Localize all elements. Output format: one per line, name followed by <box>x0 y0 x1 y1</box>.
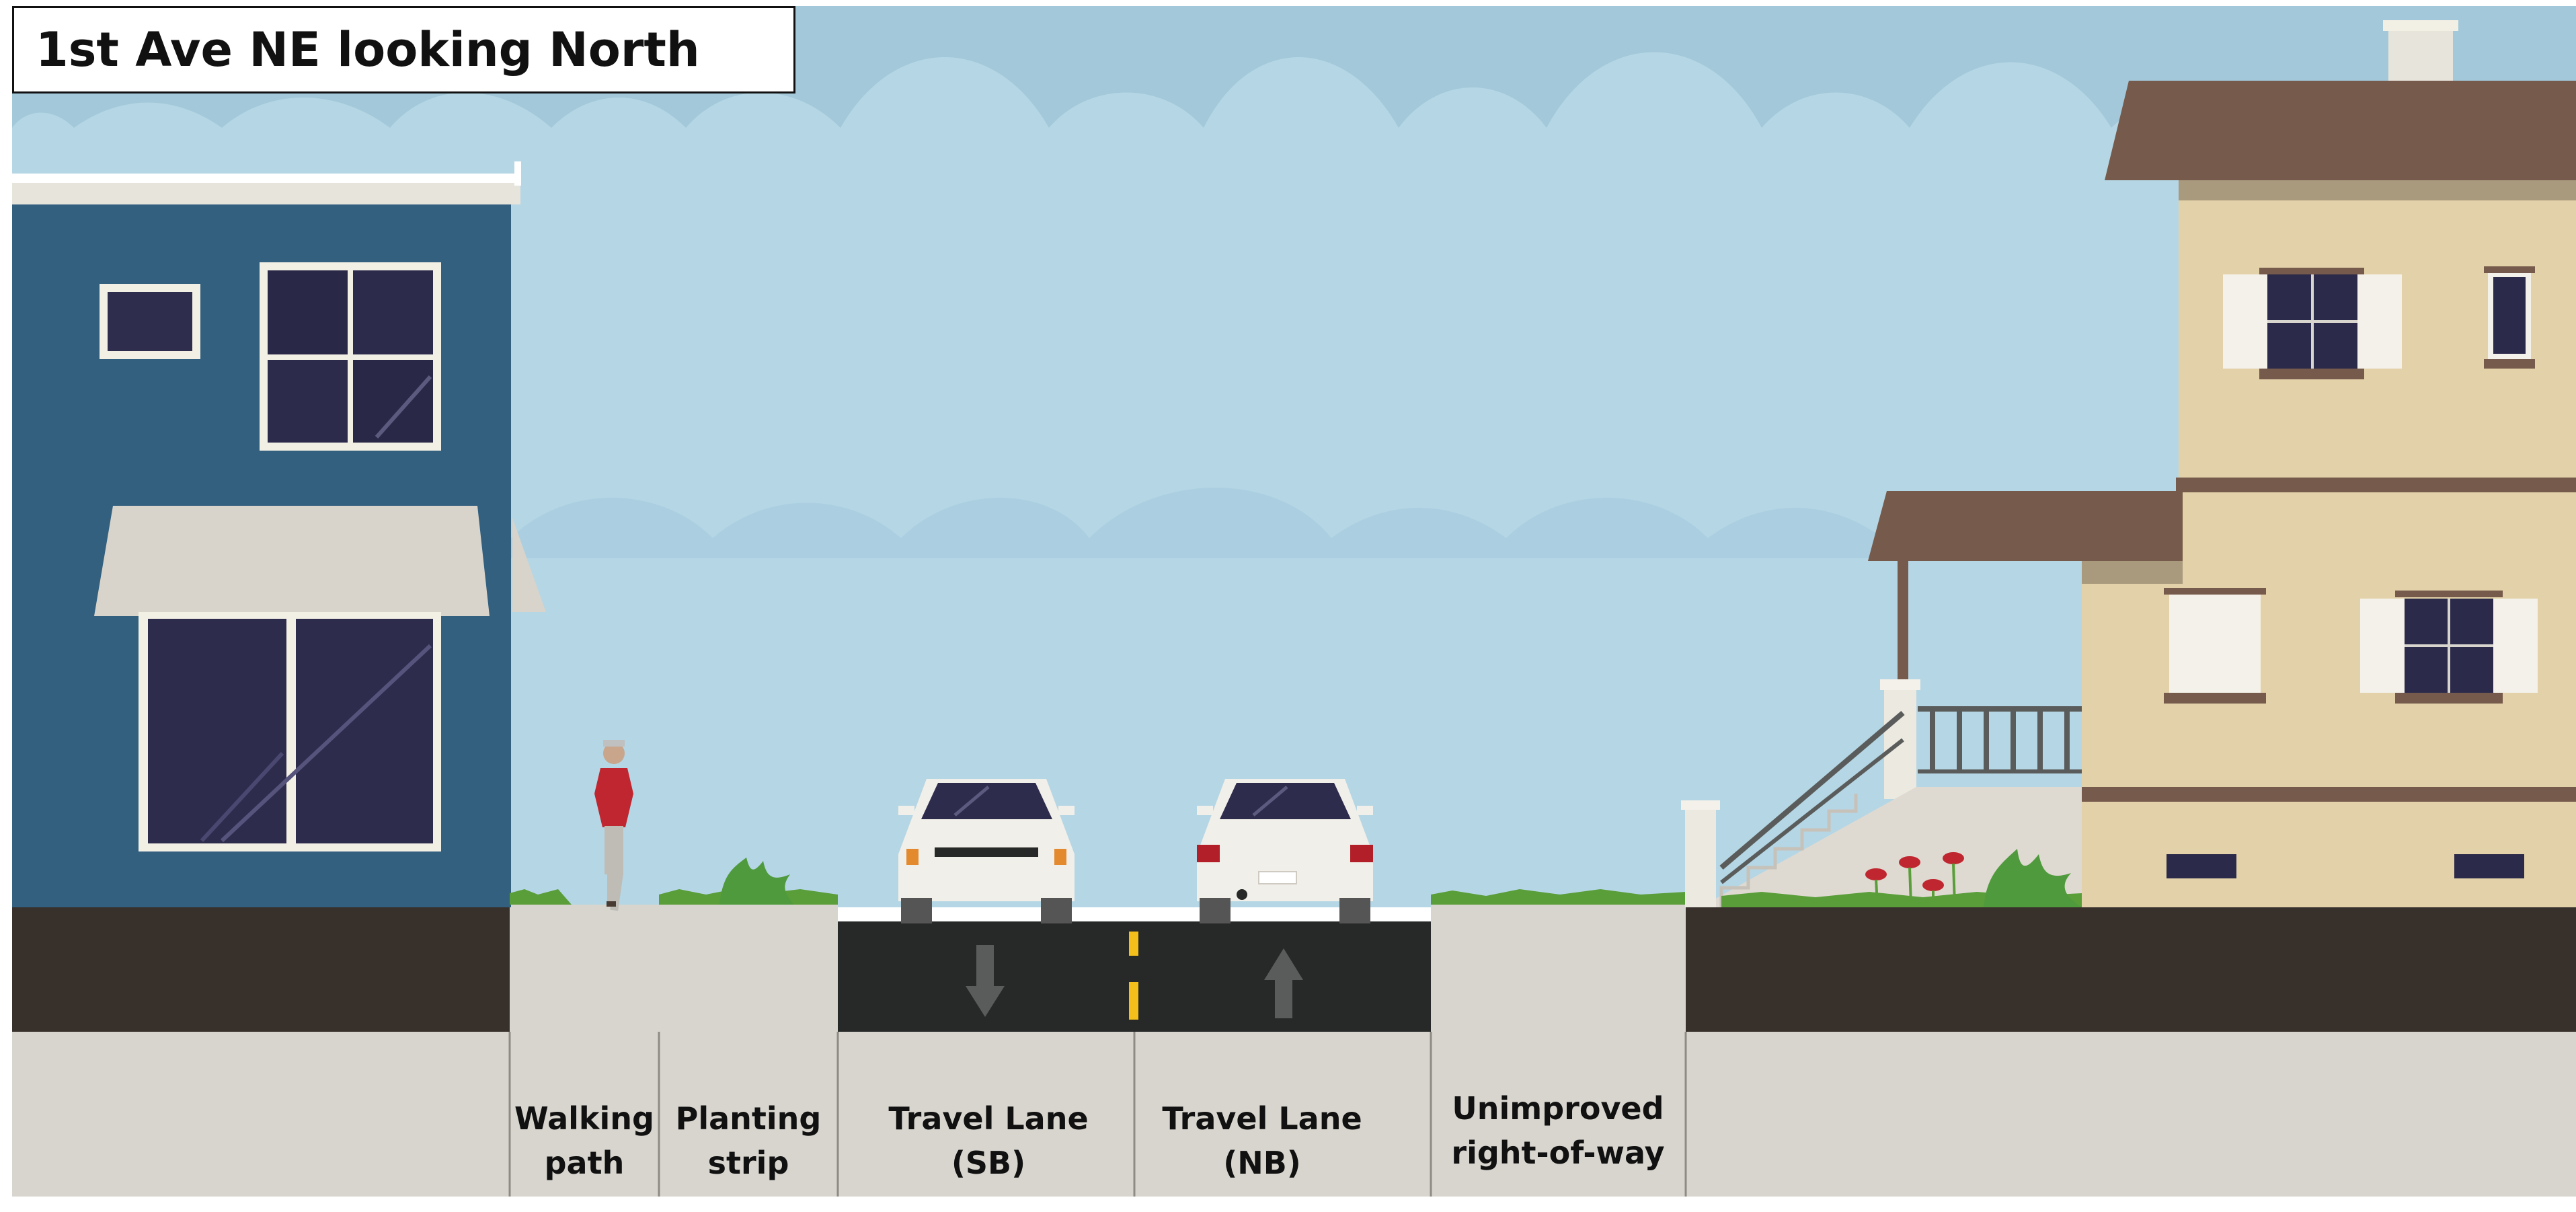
house-window-mid-right <box>2360 591 2538 704</box>
car-southbound <box>898 779 1075 923</box>
label-unimproved-row-line2: right-of-way <box>1451 1135 1665 1171</box>
porch-railing <box>1918 706 2082 773</box>
center-line-yellow <box>1129 932 1138 1020</box>
arrow-up-icon <box>1264 948 1303 1018</box>
awning <box>94 506 490 616</box>
label-planting-strip-line1: Planting <box>675 1100 822 1137</box>
house-window-mid-left <box>2164 588 2266 704</box>
porch-steps <box>1700 787 2082 907</box>
label-travel-lane-sb-line2: (SB) <box>951 1145 1026 1181</box>
segment-dividers <box>508 1032 1687 1197</box>
porch-roof <box>1868 491 2183 561</box>
label-travel-lane-sb-line1: Travel Lane <box>888 1100 1089 1137</box>
blue-building <box>12 161 546 907</box>
label-travel-lane-nb-line2: (NB) <box>1223 1145 1301 1181</box>
front-yard-plants <box>1721 849 2082 907</box>
label-walking-path-line1: Walking <box>514 1100 654 1137</box>
building-window-grid <box>260 262 441 451</box>
label-travel-lane-nb-line1: Travel Lane <box>1162 1100 1362 1137</box>
arrow-down-icon <box>966 945 1005 1017</box>
basement-window <box>2454 854 2524 878</box>
pedestrian <box>594 740 633 911</box>
car-northbound <box>1197 779 1373 923</box>
label-travel-lane-nb: Travel Lane (NB) <box>1162 1096 1362 1185</box>
label-unimproved-row: Unimproved right-of-way <box>1451 1086 1664 1175</box>
label-travel-lane-sb: Travel Lane (SB) <box>888 1096 1088 1185</box>
basement-window <box>2167 854 2236 878</box>
row-grass <box>1431 889 1686 905</box>
unimproved-row-surface <box>1431 905 1686 1032</box>
planting-strip-grass <box>510 858 838 905</box>
storefront-window <box>139 612 441 851</box>
stair-handrail <box>1719 710 1905 870</box>
house <box>1681 20 2576 907</box>
house-window-upper-left <box>2223 268 2402 379</box>
shrub <box>719 858 793 905</box>
shrub <box>1984 849 2082 907</box>
stair-post <box>1685 804 1716 907</box>
walking-path-surface <box>510 905 838 1032</box>
label-planting-strip: Planting strip <box>676 1096 822 1185</box>
house-roof <box>2105 81 2576 180</box>
house-window-upper-right <box>2484 266 2535 369</box>
label-band <box>12 1032 2576 1197</box>
diagram-title: 1st Ave NE looking North <box>12 6 795 93</box>
label-unimproved-row-line1: Unimproved <box>1452 1090 1664 1127</box>
ground-right <box>1686 907 2576 1032</box>
ground-left <box>12 907 510 1032</box>
label-walking-path-line2: path <box>544 1145 625 1181</box>
red-flowers <box>1865 852 1964 891</box>
label-planting-strip-line2: strip <box>707 1145 789 1181</box>
label-walking-path: Walking path <box>514 1096 654 1185</box>
